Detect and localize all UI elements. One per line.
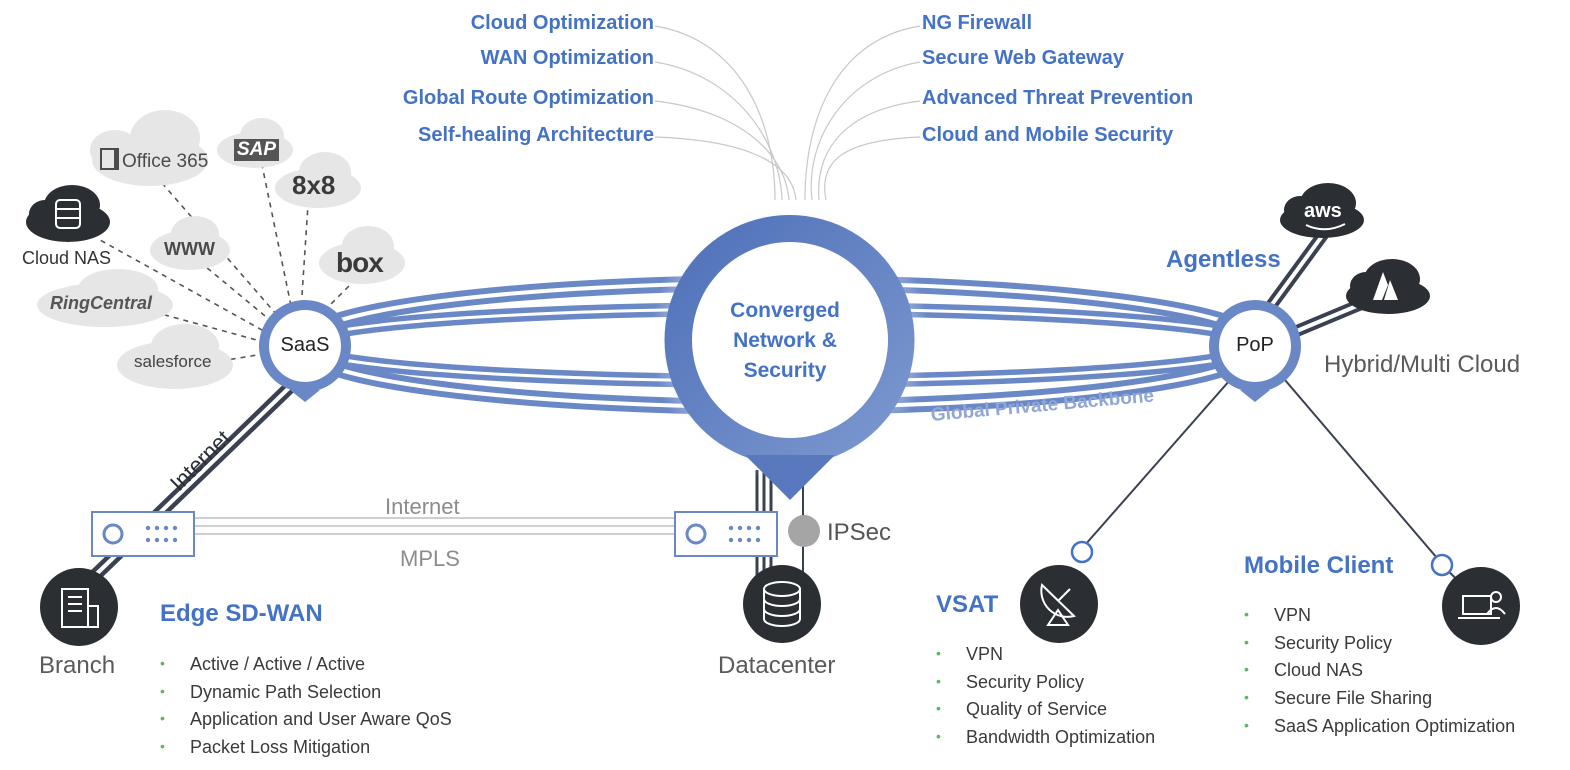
hybrid-multi-cloud-label: Hybrid/Multi Cloud [1324, 351, 1521, 378]
edge-sdwan-title: Edge SD-WAN [160, 600, 323, 627]
feature-advanced-threat-prevention: Advanced Threat Prevention [922, 87, 1194, 109]
salesforce-logo: salesforce [134, 352, 212, 371]
aws-label: aws [1304, 200, 1342, 222]
www-label: WWW [164, 239, 215, 259]
8x8-logo: 8x8 [292, 170, 336, 200]
mobile-client-list: VPN Security Policy Cloud NAS Secure Fil… [1244, 601, 1515, 740]
datacenter-icon [743, 565, 821, 643]
list-item: Dynamic Path Selection [160, 678, 452, 706]
8x8-cloud [275, 152, 361, 208]
ipsec-label: IPSec [827, 519, 892, 546]
branch-datacenter-link [189, 517, 681, 535]
list-item: Packet Loss Mitigation [160, 733, 452, 761]
www-cloud [150, 216, 230, 270]
box-cloud [319, 226, 405, 284]
vsat-title: VSAT [936, 591, 999, 618]
list-item: Application and User Aware QoS [160, 705, 452, 733]
branch-icon [40, 568, 118, 646]
box-logo: box [336, 247, 384, 278]
list-item: Quality of Service [936, 695, 1155, 723]
azure-icon [1346, 259, 1430, 314]
branch-appliance [91, 511, 195, 557]
pop-node-label: PoP [1236, 334, 1274, 356]
vsat-list: VPN Security Policy Quality of Service B… [936, 640, 1155, 751]
hub-line-2: Network & [733, 329, 837, 352]
feature-wan-optimization: WAN Optimization [480, 47, 654, 69]
vsat-link-endpoint [1070, 540, 1094, 564]
branch-label: Branch [39, 652, 116, 679]
salesforce-cloud [117, 324, 233, 389]
feature-self-healing-architecture: Self-healing Architecture [418, 124, 654, 146]
office365-cloud [90, 110, 208, 186]
hub-line-3: Security [743, 359, 827, 382]
hub-line-1: Converged [730, 299, 840, 322]
list-item: Active / Active / Active [160, 650, 452, 678]
agentless-label: Agentless [1166, 246, 1281, 273]
pop-node[interactable] [1209, 300, 1301, 402]
mobile-link-endpoint [1430, 553, 1454, 577]
ringcentral-logo: RingCentral [50, 293, 153, 313]
list-item: Secure File Sharing [1244, 684, 1515, 712]
list-item: Bandwidth Optimization [936, 723, 1155, 751]
feature-ng-firewall: NG Firewall [922, 12, 1033, 34]
list-item: Security Policy [936, 668, 1155, 696]
feature-global-route-optimization: Global Route Optimization [402, 87, 654, 109]
converged-hub [650, 200, 930, 500]
saas-clouds [37, 110, 405, 389]
satellite-dish-icon [1020, 565, 1098, 643]
list-item: SaaS Application Optimization [1244, 712, 1515, 740]
converged-hub-label: Converged Network & Security [700, 296, 870, 386]
saas-node-label: SaaS [280, 334, 330, 356]
edge-sdwan-list: Active / Active / Active Dynamic Path Se… [160, 650, 452, 761]
cloud-nas-label: Cloud NAS [22, 248, 112, 268]
list-item: Security Policy [1244, 629, 1515, 657]
datacenter-label: Datacenter [718, 652, 836, 679]
sap-logo: SAP [234, 139, 280, 161]
office365-label: Office 365 [100, 148, 208, 173]
list-item: VPN [936, 640, 1155, 668]
mobile-client-title: Mobile Client [1244, 552, 1394, 579]
feature-secure-web-gateway: Secure Web Gateway [922, 47, 1124, 69]
office-icon [100, 148, 119, 170]
internet-link-label: Internet [385, 494, 460, 519]
feature-cloud-mobile-security: Cloud and Mobile Security [922, 124, 1174, 146]
mpls-label: MPLS [400, 546, 460, 571]
list-item: Cloud NAS [1244, 656, 1515, 684]
feature-cloud-optimization: Cloud Optimization [470, 12, 654, 34]
feature-connector-lines [654, 25, 921, 201]
ringcentral-cloud [37, 269, 173, 327]
aws-icon [1280, 183, 1364, 238]
ipsec-dot [788, 515, 820, 547]
list-item: VPN [1244, 601, 1515, 629]
cloud-nas-icon [26, 185, 110, 242]
saas-node[interactable] [259, 300, 351, 402]
datacenter-appliance [674, 511, 778, 557]
